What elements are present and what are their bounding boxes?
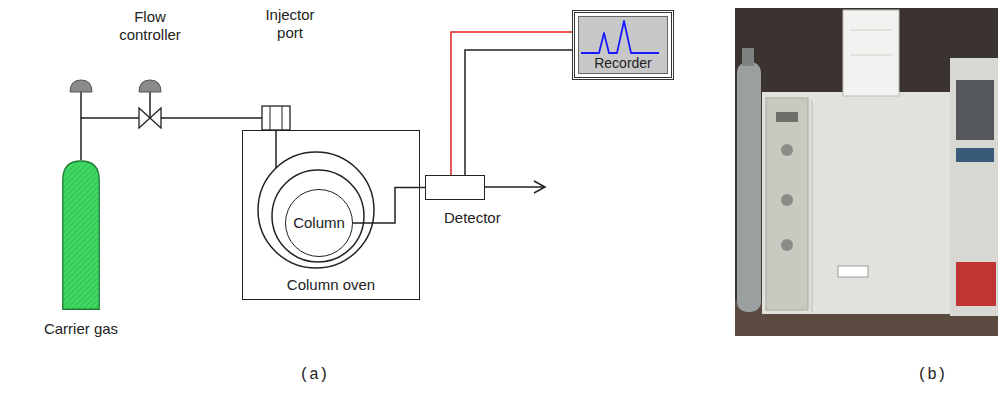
photo-switch — [776, 112, 798, 122]
valve-stem — [149, 92, 151, 118]
gas-cylinder: Carrier gas — [62, 160, 100, 310]
photo-knob — [781, 239, 793, 251]
part-label: Injector port — [257, 6, 323, 42]
chromatogram — [579, 17, 659, 57]
detector-box: Detector — [425, 175, 485, 200]
signal-wire — [451, 32, 572, 175]
gas-stem — [80, 92, 82, 118]
photo-door-edge — [812, 100, 813, 312]
photo-cylinder — [737, 62, 761, 312]
injector-port — [262, 106, 290, 130]
photo-autosampler — [843, 10, 899, 96]
valve-symbol — [139, 108, 150, 128]
cylinder-body — [63, 161, 100, 309]
part-label: Flow controller — [110, 8, 190, 44]
photo-control-panel — [766, 98, 808, 310]
photo-display — [956, 148, 994, 162]
exhaust-line — [485, 186, 544, 188]
recorder: Recorder — [572, 10, 674, 80]
photo-red-panel — [956, 262, 996, 306]
photo-autosampler-line — [850, 30, 892, 31]
gas-line — [81, 118, 276, 160]
photo-cylinder-valve — [742, 48, 754, 66]
column-coil — [272, 170, 364, 262]
cylinder-shape — [62, 160, 100, 310]
photo-instrument — [762, 92, 952, 314]
photo-knob — [781, 194, 793, 206]
injector-septum — [282, 106, 283, 130]
photo-autosampler-line — [850, 55, 892, 56]
column-tube — [275, 130, 277, 168]
photo-side-module — [950, 58, 998, 316]
valve-symbol — [150, 108, 161, 128]
chromatogram-trace — [581, 21, 659, 53]
photo-background — [735, 8, 998, 336]
valve-knob — [139, 80, 161, 92]
node-label: Column oven — [243, 276, 419, 294]
column-coil — [258, 152, 374, 268]
node-label: Carrier gas — [1, 320, 161, 338]
photo-badge — [838, 266, 868, 277]
photo-knob — [781, 144, 793, 156]
injector-septum — [270, 106, 271, 130]
column-oven: Column oven Column — [242, 130, 420, 300]
panel-label: (a) — [284, 366, 344, 384]
column-coil: Column — [285, 189, 353, 257]
column-line — [353, 188, 425, 224]
panel-label: (b) — [902, 366, 962, 384]
node-label: Column — [293, 214, 345, 232]
signal-wire — [465, 50, 572, 175]
node-label: Recorder — [575, 55, 671, 71]
regulator-knob — [70, 80, 92, 92]
exhaust-arrowhead — [534, 181, 545, 193]
photo-keypad — [956, 80, 994, 140]
node-label: Detector — [444, 209, 501, 227]
